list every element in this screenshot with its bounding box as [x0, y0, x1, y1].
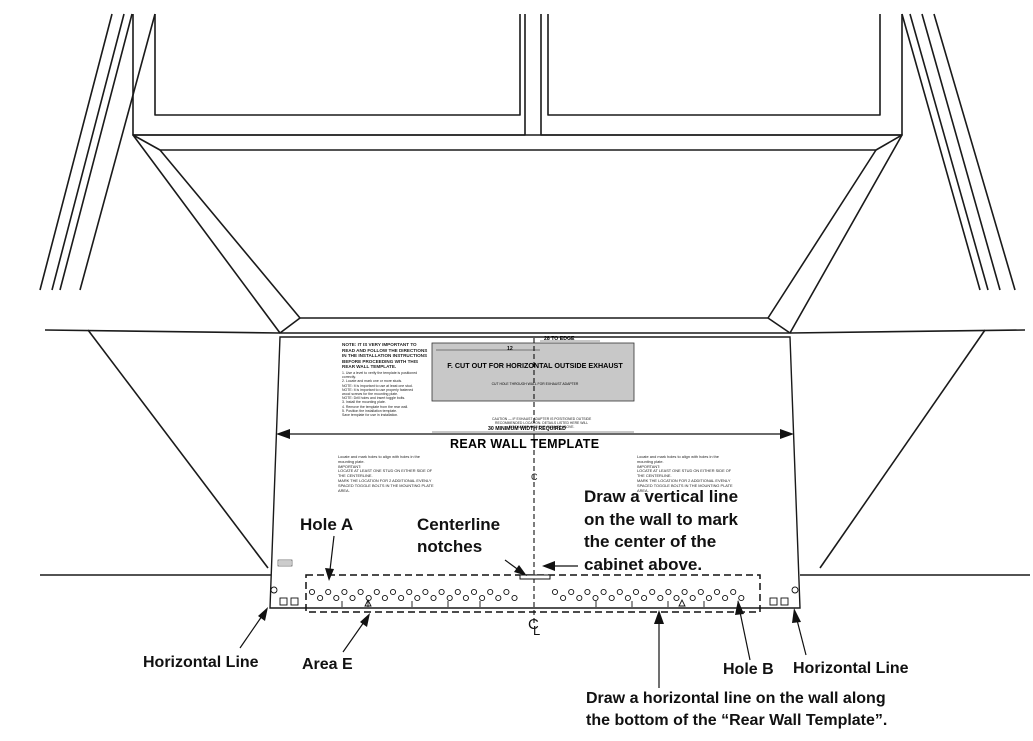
plate-hole — [641, 594, 648, 602]
cabinet-bottom-frame — [132, 134, 903, 334]
template-title: REAR WALL TEMPLATE — [450, 437, 600, 451]
plate-hole — [349, 594, 356, 602]
plate-hole — [308, 588, 316, 596]
plate-hole — [624, 594, 631, 602]
plate-hole — [722, 594, 729, 602]
template-locate-left: Locate and mark holes to align with hole… — [338, 454, 434, 493]
plate-hole — [422, 588, 429, 596]
plate-hole — [438, 588, 445, 596]
caution-text: CAUTION — IF EXHAUST ADAPTER IS POSITION… — [492, 417, 592, 429]
plate-hole — [381, 594, 388, 602]
plate-hole — [462, 594, 469, 602]
plate-hole — [697, 588, 704, 596]
plate-triangle-mark — [364, 598, 372, 607]
plate-hole — [414, 594, 421, 602]
plate-hole — [495, 594, 502, 602]
exhaust-cutout-sublabel: CUT HOLE THROUGH WALL FOR EXHAUST ADAPTE… — [491, 382, 579, 386]
template-locate-right: Locate and mark holes to align with hole… — [637, 454, 733, 493]
label-hole-b: Hole B — [723, 661, 774, 678]
plate-hole — [454, 588, 461, 596]
plate-hole — [689, 594, 696, 602]
plate-hole — [730, 588, 737, 596]
centerline-symbol-bottom: C — [528, 616, 539, 633]
arrow-area-e — [342, 613, 370, 653]
plate-hole — [398, 594, 405, 602]
plate-hole — [511, 594, 518, 602]
plate-hole — [503, 588, 510, 596]
plate-hole — [576, 594, 583, 602]
plate-hole — [584, 588, 591, 596]
left-side-cabinet — [39, 13, 281, 569]
label-hole-a: Hole A — [300, 515, 354, 534]
arrow-hole-a — [325, 535, 335, 581]
exhaust-cutout-area — [431, 342, 635, 402]
label-centerline-notches: Centerline notches — [417, 515, 501, 556]
plate-hole — [681, 588, 688, 596]
dimension-to-edge: 28 TO EDGE — [544, 336, 575, 342]
plate-triangle-mark — [678, 598, 686, 607]
rear-wall-template — [269, 336, 801, 624]
plate-hole — [657, 594, 664, 602]
plate-hole — [568, 588, 575, 596]
template-note-body: 1. Use a level to verify the template is… — [342, 371, 418, 418]
plate-hole — [560, 594, 567, 602]
plate-hole — [608, 594, 615, 602]
plate-hole — [446, 594, 453, 602]
plate-hole — [341, 588, 348, 596]
plate-hole — [713, 588, 721, 596]
mounting-plate-holes — [308, 588, 745, 602]
plate-hole — [632, 588, 640, 596]
arrow-centerline-notches — [504, 559, 527, 576]
dimension-min-width: 30 MINIMUM WIDTH REQUIRED — [488, 426, 566, 432]
centerline-symbol-bottom-l: L — [533, 623, 541, 638]
exhaust-cutout-label: F. CUT OUT FOR HORIZONTAL OUTSIDE EXHAUS… — [447, 361, 623, 370]
plate-hole — [551, 588, 559, 596]
plate-hole — [357, 588, 364, 596]
plate-hole — [470, 588, 478, 596]
plate-hole — [616, 588, 623, 596]
plate-hole — [665, 588, 672, 596]
plate-hole — [487, 588, 494, 596]
label-horizontal-line-left: Horizontal Line — [143, 654, 259, 671]
plate-hole — [705, 594, 712, 602]
label-horizontal-line-instruction: Draw a horizontal line on the wall along… — [586, 690, 888, 729]
arrow-horizontal-line-right — [792, 608, 807, 656]
plate-hole — [317, 594, 324, 602]
plate-hole — [373, 588, 380, 596]
plate-hole — [592, 594, 599, 602]
label-vertical-line-instruction: Draw a vertical line on the wall to mark… — [584, 487, 739, 574]
plate-hole — [333, 594, 340, 602]
template-note-heading: NOTE: IT IS VERY IMPORTANT TO READ AND F… — [342, 342, 428, 370]
plate-hole — [479, 594, 486, 602]
mounting-plate — [270, 574, 799, 613]
template-width-arrow — [276, 429, 794, 439]
arrow-vertical-line — [542, 561, 578, 571]
arrow-hole-b — [735, 600, 751, 661]
centerline-symbol-top: C — [531, 472, 538, 482]
label-area-e: Area E — [302, 656, 353, 673]
plate-hole — [649, 588, 656, 596]
arrow-horizontal-line-instruction — [654, 610, 664, 688]
plate-hole — [600, 588, 607, 596]
dimension-12: 12 — [507, 346, 513, 352]
plate-hole — [325, 588, 332, 596]
upper-cabinet-doors — [132, 14, 903, 136]
plate-hole — [365, 594, 372, 602]
plate-hole — [430, 594, 437, 602]
centerline-notch — [519, 574, 551, 580]
plate-hole — [389, 588, 397, 596]
plate-hole — [673, 594, 680, 602]
arrow-horizontal-line-left — [239, 607, 268, 649]
label-horizontal-line-right: Horizontal Line — [793, 660, 909, 677]
right-side-cabinet — [789, 13, 1026, 569]
leader-arrows — [239, 535, 807, 688]
plate-hole — [738, 594, 745, 602]
plate-hole — [406, 588, 413, 596]
